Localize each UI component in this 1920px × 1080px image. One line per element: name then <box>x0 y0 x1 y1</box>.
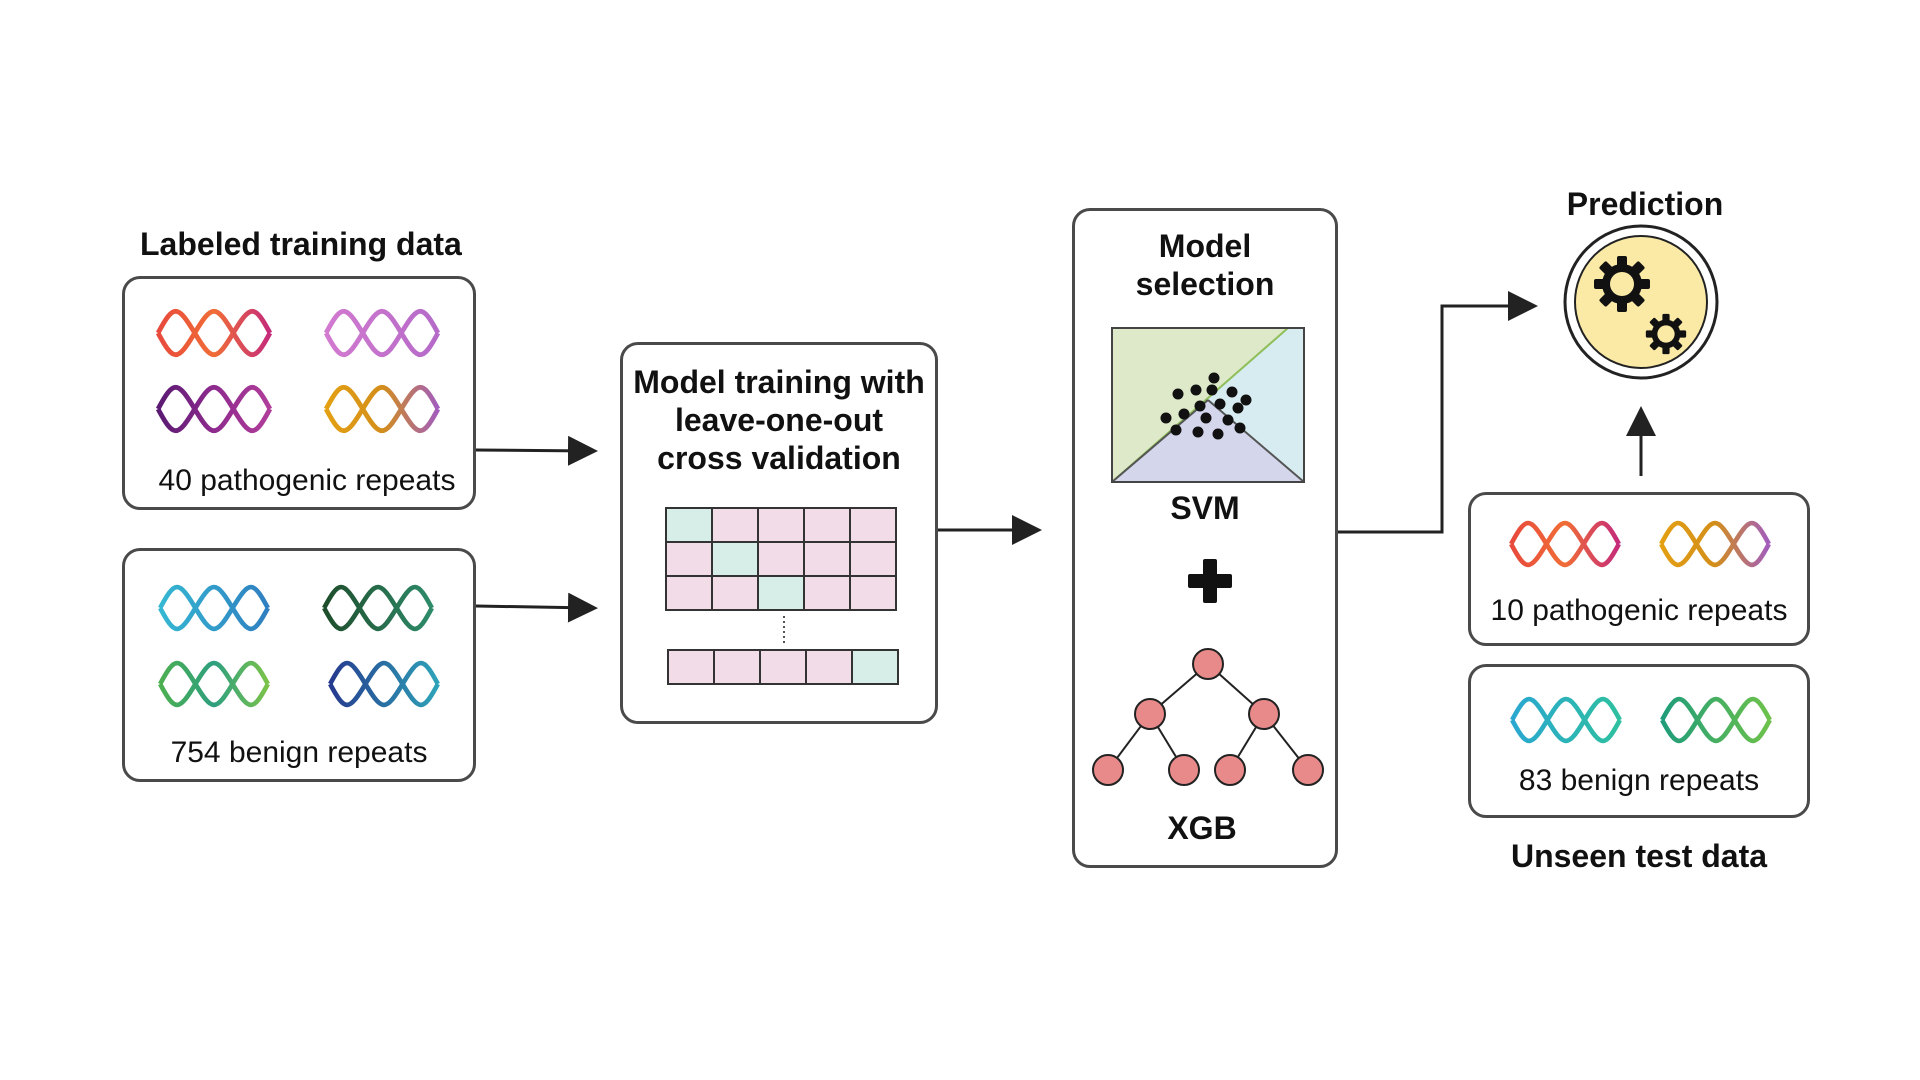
training-heading: Labeled training data <box>140 226 462 262</box>
svm-label: SVM <box>1170 490 1240 526</box>
selection-heading-line1: Model <box>1158 228 1252 264</box>
plus-icon <box>1188 559 1232 603</box>
pathogenic-test-box <box>1468 492 1810 646</box>
cv-heading-line3: cross validation <box>657 440 901 476</box>
dna-double-helix-icon <box>160 587 438 705</box>
arrow-benign-to-cv <box>475 592 598 623</box>
selection-heading-line2: selection <box>1135 266 1275 302</box>
test-heading: Unseen test data <box>1510 838 1768 874</box>
decision-tree-icon <box>1092 648 1324 786</box>
flow-arrows <box>475 291 1656 623</box>
cv-heading-line2: leave-one-out <box>674 402 884 438</box>
prediction-heading: Prediction <box>1566 186 1724 222</box>
arrow-selection-to-prediction <box>1338 291 1538 534</box>
gears-icon <box>1563 224 1719 380</box>
dna-double-helix-icon <box>158 311 438 430</box>
cv-fold-grid <box>665 507 897 611</box>
cv-heading-line1: Model training with <box>633 364 925 400</box>
pathogenic-test-label: 10 pathogenic repeats <box>1490 594 1788 627</box>
arrow-pathogenic-to-cv <box>475 435 598 466</box>
pathogenic-training-label: 40 pathogenic repeats <box>158 464 456 497</box>
xgb-label: XGB <box>1167 810 1237 846</box>
benign-test-label: 83 benign repeats <box>1518 764 1760 797</box>
svm-icon <box>1111 327 1305 483</box>
benign-training-label: 754 benign repeats <box>170 736 428 769</box>
dna-double-helix-icon <box>1511 523 1770 741</box>
cv-last-fold-row <box>667 649 899 685</box>
